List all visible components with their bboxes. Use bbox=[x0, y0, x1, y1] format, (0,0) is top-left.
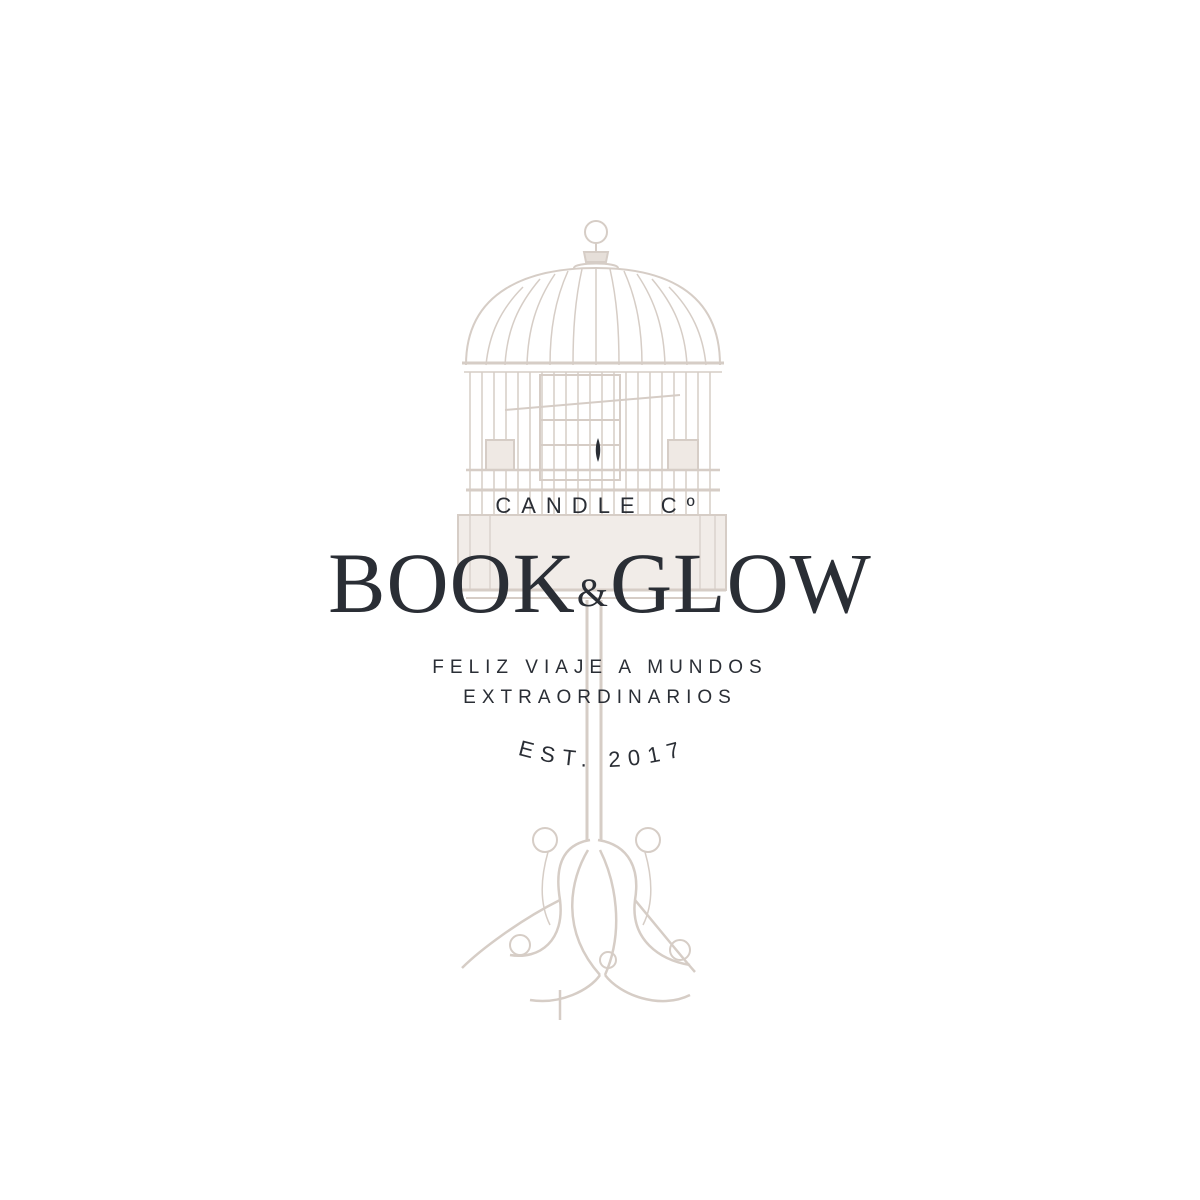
candle-flame-icon bbox=[595, 438, 601, 462]
